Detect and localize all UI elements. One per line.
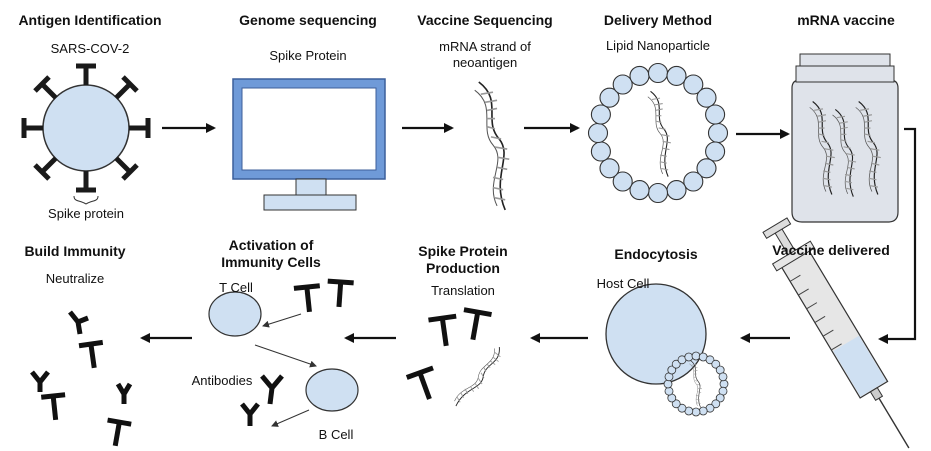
- mrna-translation-icon: [443, 344, 512, 409]
- b-cell-arrow: [271, 409, 310, 427]
- lipid-bead: [612, 171, 633, 192]
- t-cell-label: T Cell: [219, 280, 253, 295]
- delivery-method-title: Delivery Method: [603, 12, 713, 28]
- lipid-bead: [599, 158, 620, 179]
- lipid-bead: [718, 372, 728, 382]
- antigen-subtitle: SARS-COV-2: [50, 41, 130, 56]
- spike-production-sub: Translation: [431, 283, 495, 298]
- lipid-bead: [683, 171, 704, 192]
- build-immunity-sub: Neutralize: [45, 271, 105, 286]
- lipid-bead: [666, 180, 687, 201]
- lipid-bead: [705, 355, 715, 365]
- delivery-method-sub: Lipid Nanoparticle: [605, 38, 711, 53]
- activation-title: Activation of Immunity Cells: [221, 237, 321, 270]
- lipid-bead: [705, 104, 726, 125]
- endocytosis-title: Endocytosis: [614, 246, 698, 262]
- lipid-bead: [684, 352, 694, 362]
- spike-protein-icons: [21, 63, 151, 193]
- build-immunity-title: Build Immunity: [24, 243, 126, 259]
- spike-production-title: Spike Protein Production: [418, 243, 508, 276]
- host-cell-label: Host Cell: [596, 276, 650, 291]
- lipid-bead: [715, 393, 725, 403]
- genome-subtitle: Spike Protein: [269, 48, 347, 63]
- vaccine-delivered-title: Vaccine delivered: [772, 242, 890, 258]
- b-cell-label: B Cell: [318, 427, 354, 442]
- nanoparticle-small-icon: [663, 351, 729, 417]
- lipid-bead: [664, 386, 674, 396]
- lipid-bead: [599, 87, 620, 108]
- computer-monitor-icon: [232, 78, 386, 211]
- lipid-bead: [691, 407, 701, 417]
- lipid-bead: [629, 65, 650, 86]
- antibodies-icons: [240, 374, 284, 426]
- host-cell-icon: [605, 283, 707, 385]
- t-to-b-arrow: [254, 344, 317, 368]
- spike-proteins-produced-icons: [405, 307, 492, 400]
- mrna-vaccine-title: mRNA vaccine: [797, 12, 895, 28]
- t-cell-arrow: [262, 313, 302, 328]
- lipid-bead: [711, 399, 721, 409]
- lipid-nanoparticle-icon: [587, 62, 729, 204]
- lipid-bead: [587, 122, 609, 144]
- vaccine-sequencing-sub-1: mRNA strand of: [439, 39, 531, 54]
- lipid-bead: [711, 359, 721, 369]
- flow-arrows: [140, 123, 917, 344]
- t-cell-receptors-icons: [293, 278, 354, 313]
- arrow-5: [878, 127, 917, 344]
- antigen-title: Antigen Identification: [18, 12, 162, 28]
- b-cell-icon: [305, 368, 359, 412]
- lipid-bead: [691, 351, 701, 361]
- encapsulated-mrna-icon: [646, 90, 672, 178]
- lipid-bead: [705, 141, 726, 162]
- lipid-bead: [671, 399, 681, 409]
- lipid-bead: [629, 180, 650, 201]
- lipid-bead: [707, 122, 729, 144]
- mrna-strand-icon: [473, 80, 511, 212]
- lipid-bead: [612, 74, 633, 95]
- brace: [73, 195, 99, 205]
- lipid-bead: [590, 141, 611, 162]
- lipid-bead: [683, 74, 704, 95]
- lipid-bead: [666, 65, 687, 86]
- lipid-bead: [590, 104, 611, 125]
- lipid-bead: [671, 359, 681, 369]
- lipid-bead: [667, 365, 677, 375]
- spike-protein-caption: Spike protein: [48, 206, 124, 221]
- syringe-icon: [762, 217, 910, 449]
- lipid-bead: [696, 87, 717, 108]
- lipid-bead: [696, 158, 717, 179]
- lipid-bead: [647, 182, 669, 204]
- lipid-bead: [719, 379, 729, 389]
- vaccine-sequencing-sub-2: neoantigen: [452, 55, 518, 70]
- lipid-bead: [698, 406, 708, 416]
- vaccine-sequencing-title: Vaccine Sequencing: [417, 12, 553, 28]
- genome-title: Genome sequencing: [239, 12, 377, 28]
- lipid-bead: [677, 403, 687, 413]
- lipid-bead: [647, 62, 669, 84]
- antibodies-label: Antibodies: [191, 373, 253, 388]
- vaccine-jar-icon: [791, 53, 899, 223]
- neutralizing-antibodies-icons: [30, 310, 133, 447]
- virus-icon: [21, 63, 151, 205]
- t-cell-icon: [208, 291, 262, 337]
- lipid-bead: [663, 379, 673, 389]
